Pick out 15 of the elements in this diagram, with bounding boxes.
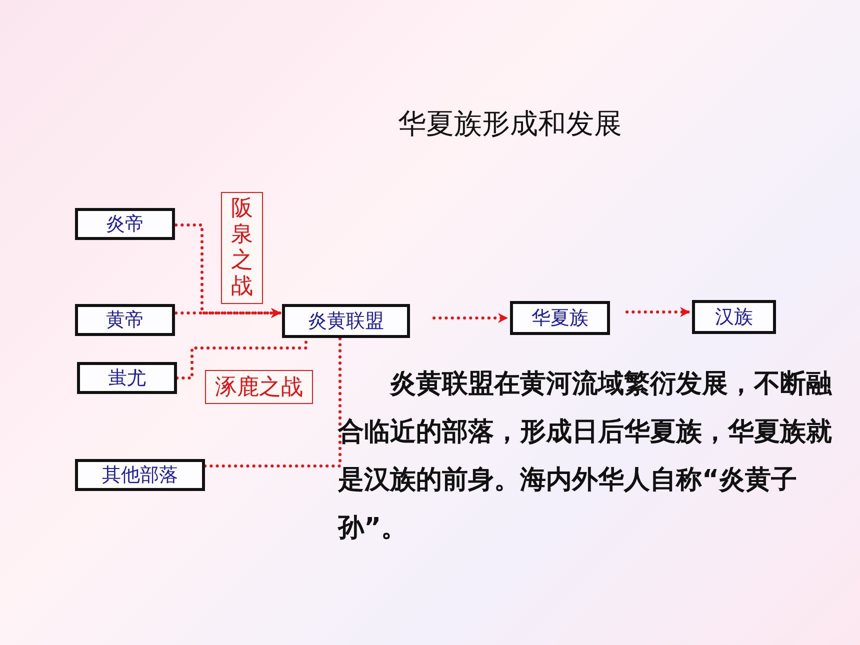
battle-label-box: 涿鹿之战 bbox=[205, 370, 313, 404]
arrow bbox=[174, 308, 282, 318]
tribe-box: 炎帝 bbox=[75, 208, 175, 240]
title: 华夏族形成和发展 bbox=[397, 106, 623, 142]
alliance-box: 炎黄联盟 bbox=[282, 304, 410, 338]
battle-label-box: 阪泉之战 bbox=[221, 192, 263, 304]
connector-line bbox=[204, 336, 342, 468]
arrow bbox=[432, 313, 508, 323]
tribe-box: 蚩尤 bbox=[77, 362, 177, 394]
tribe-box: 黄帝 bbox=[75, 304, 175, 336]
nation-box: 华夏族 bbox=[510, 301, 610, 335]
arrow bbox=[626, 307, 690, 317]
tribe-box: 其他部落 bbox=[75, 459, 205, 491]
nation-box: 汉族 bbox=[692, 300, 776, 334]
paragraph: 炎黄联盟在黄河流域繁衍发展，不断融合临近的部落，形成日后华夏族，华夏族就是汉族的前身。海内外华人自称“炎黄子孙”。 bbox=[338, 368, 833, 545]
